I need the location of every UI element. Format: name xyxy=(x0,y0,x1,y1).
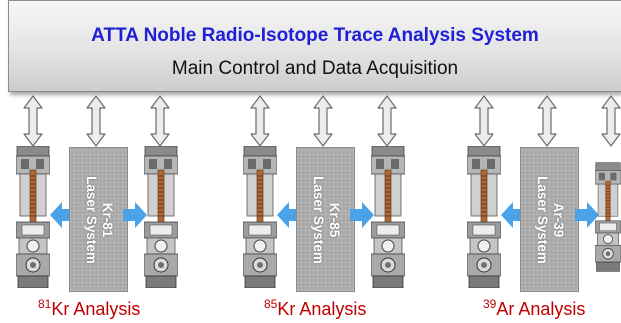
analysis-label-kr81: 81Kr Analysis xyxy=(38,297,140,320)
double-arrow-icon xyxy=(86,95,106,147)
double-arrow-icon xyxy=(23,95,43,147)
laser-isotope: Kr-85 xyxy=(326,202,342,237)
double-arrow-icon xyxy=(377,95,397,147)
laser-isotope: Kr-81 xyxy=(99,202,115,237)
atom-trap-module-icon xyxy=(371,146,405,288)
double-arrow-icon xyxy=(250,95,270,147)
laser-system-ar39: Ar-39 Laser System xyxy=(520,147,579,292)
isotope-mass: 85 xyxy=(264,297,278,311)
system-title: ATTA Noble Radio-Isotope Trace Analysis … xyxy=(91,25,539,46)
laser-label: Laser System xyxy=(310,175,326,264)
double-arrow-icon xyxy=(601,95,621,147)
double-arrow-icon xyxy=(474,95,494,147)
analysis-text: Ar Analysis xyxy=(496,299,586,319)
analysis-label-ar39: 39Ar Analysis xyxy=(483,297,585,320)
atom-trap-module-icon xyxy=(467,146,501,288)
laser-isotope: Ar-39 xyxy=(550,202,566,237)
laser-label: Laser System xyxy=(83,175,99,264)
analysis-text: Kr Analysis xyxy=(51,299,141,319)
analysis-text: Kr Analysis xyxy=(277,299,367,319)
atom-trap-module-icon xyxy=(595,146,621,288)
laser-label: Laser System xyxy=(534,175,550,264)
analysis-label-kr85: 85Kr Analysis xyxy=(264,297,366,320)
double-arrow-icon xyxy=(537,95,557,147)
atom-trap-module-icon xyxy=(144,146,178,288)
main-control-panel: ATTA Noble Radio-Isotope Trace Analysis … xyxy=(8,0,621,92)
system-subtitle: Main Control and Data Acquisition xyxy=(171,58,459,79)
atom-trap-module-icon xyxy=(243,146,277,288)
atom-trap-module-icon xyxy=(16,146,50,288)
double-arrow-icon xyxy=(313,95,333,147)
laser-system-kr85: Kr-85 Laser System xyxy=(296,147,355,292)
laser-system-kr81: Kr-81 Laser System xyxy=(69,147,128,292)
double-arrow-icon xyxy=(150,95,170,147)
isotope-mass: 39 xyxy=(483,297,497,311)
isotope-mass: 81 xyxy=(38,297,52,311)
